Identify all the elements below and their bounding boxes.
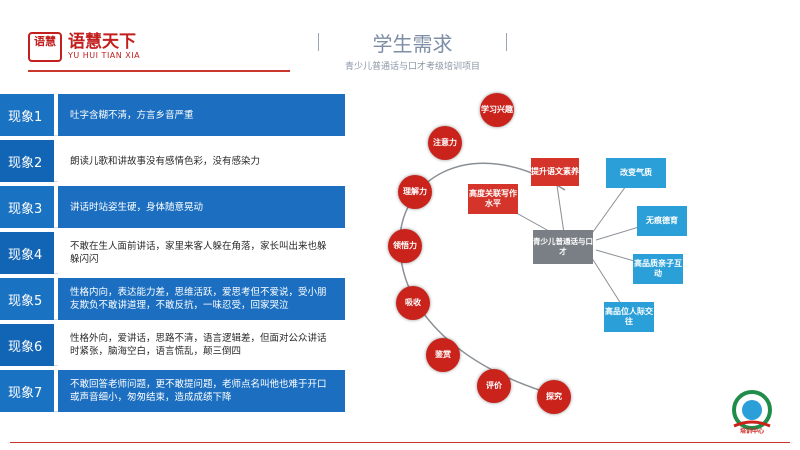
- phenomenon-label: 现象7: [0, 370, 54, 412]
- phenomenon-label: 现象1: [0, 94, 54, 136]
- phenomenon-row-7: 现象7 不敢回答老师问题，更不敢提问题，老师点名叫他也难于开口或声音细小，匆匆结…: [0, 370, 345, 412]
- header-divider: [28, 70, 290, 72]
- training-center-badge: 培训中心: [722, 388, 782, 438]
- phenomenon-label: 现象2: [0, 140, 54, 182]
- node-change-temperament: 改变气质: [606, 158, 666, 188]
- phenomenon-text: 性格外向，爱讲话，思路不清，语言逻辑差，但面对公众讲话时紧张，脑海空白，语言慌乱…: [58, 324, 345, 366]
- phenomenon-row-4: 现象4 不敢在生人面前讲话，家里来客人躲在角落，家长叫出来也躲躲闪闪: [0, 232, 345, 274]
- logo-seal: 语慧: [28, 32, 62, 62]
- phenomenon-text: 不敢在生人面前讲话，家里来客人躲在角落，家长叫出来也躲躲闪闪: [58, 232, 345, 274]
- phenomenon-row-1: 现象1 吐字含糊不清，方言乡音严重: [0, 94, 345, 136]
- circle-appreciate: 鉴赏: [426, 338, 460, 372]
- phenomenon-row-3: 现象3 讲话时站姿生硬，身体随意晃动: [0, 186, 345, 228]
- phenomenon-label: 现象6: [0, 324, 54, 366]
- phenomenon-text: 性格内向，表达能力差，思维活跃，爱思考但不爱说，受小朋友欺负不敢讲道理，不敢反抗…: [58, 278, 345, 320]
- logo: 语慧 语慧天下 YU HUI TIAN XIA: [28, 32, 140, 62]
- phenomenon-label: 现象3: [0, 186, 54, 228]
- phenomenon-label: 现象4: [0, 232, 54, 274]
- phenomenon-text: 不敢回答老师问题，更不敢提问题，老师点名叫他也难于开口或声音细小，匆匆结束，造成…: [58, 370, 345, 412]
- logo-text: 语慧天下 YU HUI TIAN XIA: [68, 33, 140, 61]
- phenomenon-row-6: 现象6 性格外向，爱讲话，思路不清，语言逻辑差，但面对公众讲话时紧张，脑海空白，…: [0, 324, 345, 366]
- phenomenon-row-2: 现象2 朗读儿歌和讲故事没有感情色彩，没有感染力: [0, 140, 345, 182]
- circle-absorb: 吸收: [396, 286, 430, 320]
- logo-name-en: YU HUI TIAN XIA: [68, 51, 141, 60]
- page-title: 学生需求: [372, 32, 453, 56]
- circle-attention: 注意力: [428, 126, 462, 160]
- phenomenon-row-5: 现象5 性格内向，表达能力差，思维活跃，爱思考但不爱说，受小朋友欺负不敢讲道理，…: [0, 278, 345, 320]
- circle-insight: 领悟力: [388, 229, 422, 263]
- circle-comprehension: 理解力: [398, 175, 432, 209]
- page-subtitle: 青少儿普通话与口才考级培训项目: [344, 62, 480, 72]
- badge-emblem-icon: [732, 390, 772, 430]
- title-bar-right: [506, 33, 507, 51]
- phenomenon-text: 吐字含糊不清，方言乡音严重: [58, 94, 345, 136]
- circle-evaluate: 评价: [477, 369, 511, 403]
- phenomenon-text: 讲话时站姿生硬，身体随意晃动: [58, 186, 345, 228]
- node-writing-level: 高度关联写作水平: [468, 184, 518, 214]
- node-moral-education: 无痕德育: [637, 206, 687, 236]
- phenomenon-label: 现象5: [0, 278, 54, 320]
- node-improve-chinese: 提升语文素养: [531, 158, 579, 186]
- circle-learning-interest: 学习兴趣: [480, 93, 514, 127]
- phenomenon-text: 朗读儿歌和讲故事没有感情色彩，没有感染力: [58, 140, 345, 182]
- node-center-topic: 青少儿普通话与口才: [533, 230, 593, 264]
- node-parent-child: 高品质亲子互动: [633, 254, 683, 284]
- node-social: 高品位人际交往: [604, 302, 654, 332]
- footer-divider: [10, 442, 790, 443]
- logo-name-cn: 语慧天下: [68, 32, 136, 52]
- circle-explore: 探究: [537, 380, 571, 414]
- title-bar-left: [318, 33, 319, 51]
- badge-label: 培训中心: [739, 428, 764, 435]
